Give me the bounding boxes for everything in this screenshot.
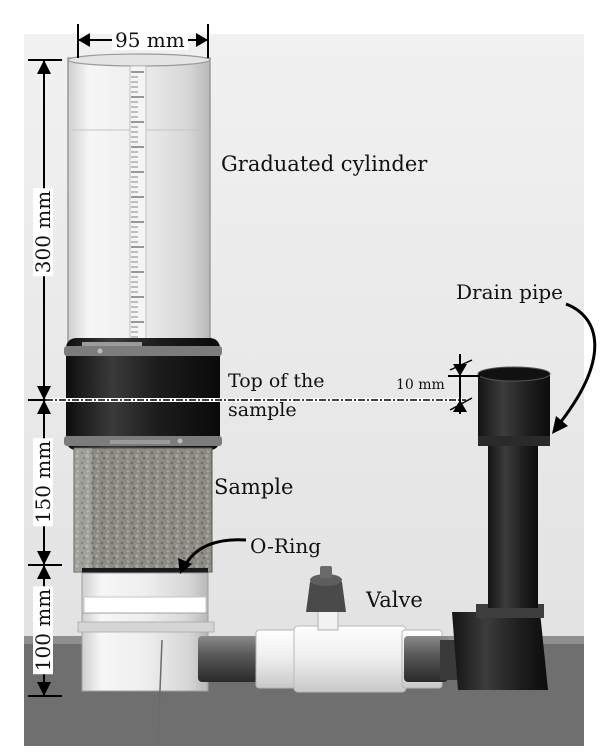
- valve-handle: [306, 566, 346, 631]
- rubber-coupling: [64, 338, 222, 450]
- drain-pipe: [452, 366, 551, 690]
- graduated-cylinder: [67, 53, 211, 349]
- width-dimension-label: 95 mm: [112, 30, 188, 50]
- soil-sample: [73, 447, 213, 573]
- valve-label: Valve: [366, 588, 423, 612]
- sample-height-label: 150 mm: [31, 437, 55, 527]
- sample-label: Sample: [214, 475, 294, 499]
- drain-pipe-label: Drain pipe: [456, 280, 563, 304]
- graduated-cylinder-label: Graduated cylinder: [221, 152, 428, 176]
- o-ring: [82, 568, 208, 573]
- o-ring-label: O-Ring: [250, 534, 322, 558]
- base-height-label: 100 mm: [31, 585, 55, 675]
- offset-10mm-label: 10 mm: [396, 377, 445, 393]
- permeameter-base: [77, 572, 215, 741]
- scale-ticks: [131, 71, 144, 338]
- top-of-sample-label-line1: Top of the: [228, 370, 325, 392]
- top-of-sample-label-line2: sample: [228, 399, 297, 421]
- cylinder-height-label: 300 mm: [31, 187, 55, 277]
